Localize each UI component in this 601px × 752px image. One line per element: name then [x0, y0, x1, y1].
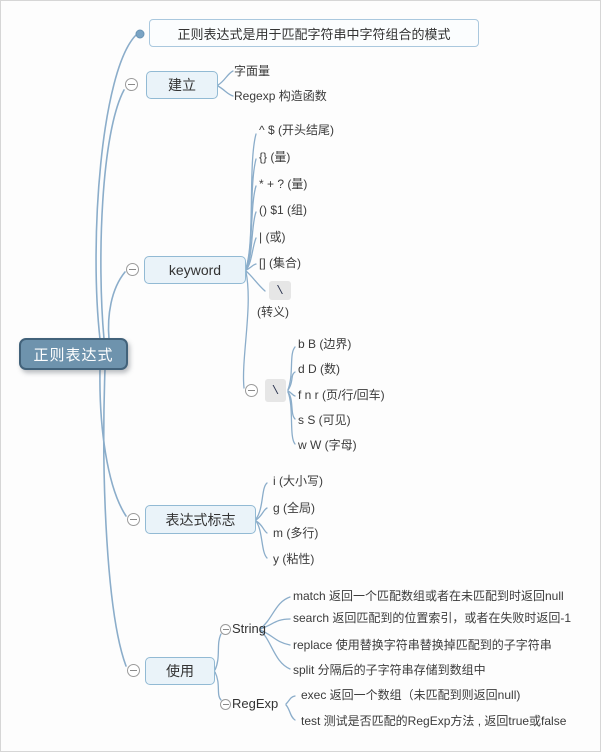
- collapse-icon[interactable]: [245, 384, 258, 397]
- leaf-escape[interactable]: (转义): [257, 305, 289, 319]
- leaf-replace[interactable]: replace 使用替换字符串替换掉匹配到的子字符串: [293, 638, 552, 652]
- leaf-groups[interactable]: () $1 (组): [259, 203, 308, 217]
- leaf-exec[interactable]: exec 返回一个数组（未匹配到则返回null): [301, 688, 521, 702]
- collapse-icon[interactable]: [127, 664, 140, 677]
- collapse-icon[interactable]: [126, 263, 139, 276]
- leaf-split[interactable]: split 分隔后的子字符串存储到数组中: [293, 663, 486, 677]
- leaf-flag-m[interactable]: m (多行): [273, 526, 319, 540]
- minus-glyph: [222, 704, 229, 705]
- leaf-flag-g[interactable]: g (全局): [273, 501, 316, 515]
- leaf-search[interactable]: search 返回匹配到的位置索引，或者在失败时返回-1: [293, 611, 572, 625]
- collapse-icon[interactable]: [127, 513, 140, 526]
- branch-keyword[interactable]: keyword: [144, 256, 246, 284]
- minus-glyph: [222, 629, 229, 630]
- leaf-flag-y[interactable]: y (粘性): [273, 552, 315, 566]
- collapse-icon[interactable]: [220, 624, 231, 635]
- collapse-icon[interactable]: [125, 78, 138, 91]
- leaf-word[interactable]: w W (字母): [298, 438, 357, 452]
- minus-glyph: [130, 670, 137, 671]
- branch-create[interactable]: 建立: [146, 71, 218, 99]
- connector-dot: [135, 29, 145, 39]
- child-connectors: [214, 70, 296, 721]
- leaf-braces[interactable]: {} (量): [259, 150, 291, 164]
- minus-glyph: [128, 84, 135, 85]
- branch-flags[interactable]: 表达式标志: [145, 505, 256, 534]
- leaf-literal[interactable]: 字面量: [234, 64, 271, 78]
- minus-glyph: [248, 390, 255, 391]
- collapse-icon[interactable]: [220, 699, 231, 710]
- leaf-space[interactable]: s S (可见): [298, 413, 351, 427]
- leaf-quantifiers[interactable]: * + ? (量): [259, 177, 308, 191]
- root-node[interactable]: 正则表达式: [19, 338, 128, 370]
- leaf-fnr[interactable]: f n r (页/行/回车): [298, 388, 385, 402]
- leaf-charset[interactable]: [] (集合): [259, 256, 301, 270]
- leaf-regexp-constructor[interactable]: Regexp 构造函数: [234, 89, 327, 103]
- leaf-digit[interactable]: d D (数): [298, 362, 341, 376]
- escape-group-chip[interactable]: \: [265, 379, 286, 402]
- leaf-boundary[interactable]: b B (边界): [298, 337, 352, 351]
- minus-glyph: [130, 519, 137, 520]
- group-regexp[interactable]: RegExp: [232, 696, 279, 711]
- branch-usage[interactable]: 使用: [145, 657, 215, 685]
- minus-glyph: [129, 269, 136, 270]
- leaf-match[interactable]: match 返回一个匹配数组或者在未匹配到时返回null: [293, 589, 564, 603]
- leaf-anchors[interactable]: ^ $ (开头结尾): [259, 123, 334, 137]
- note-node[interactable]: 正则表达式是用于匹配字符串中字符组合的模式: [149, 19, 479, 47]
- root-connectors: [95, 34, 137, 667]
- leaf-flag-i[interactable]: i (大小写): [273, 474, 323, 488]
- leaf-test[interactable]: test 测试是否匹配的RegExp方法 , 返回true或false: [301, 714, 567, 728]
- group-string[interactable]: String: [232, 621, 266, 636]
- leaf-alternation[interactable]: | (或): [259, 230, 286, 244]
- escape-code-chip[interactable]: \: [269, 281, 291, 300]
